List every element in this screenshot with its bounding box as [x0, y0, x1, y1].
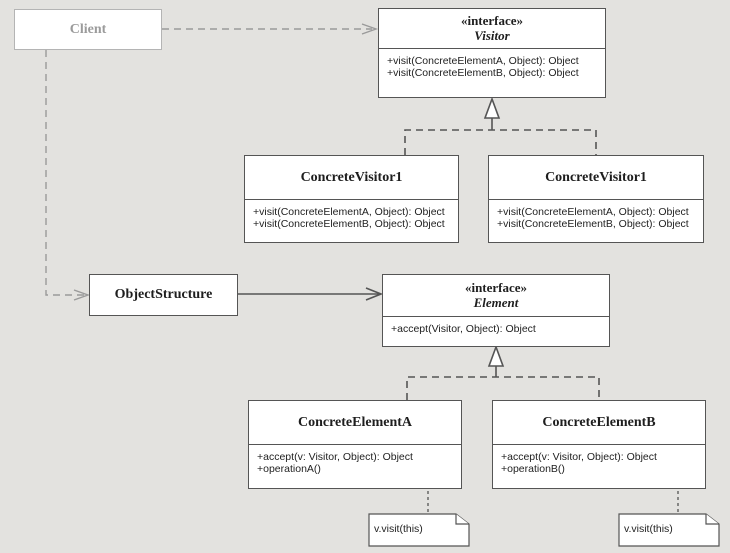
visitor-stereotype: «interface»	[460, 12, 524, 28]
concrete-element-a-operations: +accept(v: Visitor, Object): Object +ope…	[249, 445, 461, 475]
concrete-element-a-name: ConcreteElementA	[249, 401, 461, 445]
operation: +visit(ConcreteElementA, Object): Object	[497, 206, 689, 218]
concrete-element-a-class[interactable]: ConcreteElementA +accept(v: Visitor, Obj…	[248, 400, 462, 489]
operation: +visit(ConcreteElementA, Object): Object	[253, 206, 445, 218]
operation: +accept(v: Visitor, Object): Object	[501, 451, 657, 463]
concrete-visitor-1-operations: +visit(ConcreteElementA, Object): Object…	[245, 200, 458, 230]
object-structure-name: ObjectStructure	[114, 287, 213, 302]
note-b-text: v.visit(this)	[624, 523, 673, 535]
note-b[interactable]: v.visit(this)	[618, 513, 720, 547]
concrete-element-b-name: ConcreteElementB	[493, 401, 705, 445]
visitor-header: «interface» Visitor	[379, 9, 605, 49]
element-name: Element	[473, 294, 519, 310]
visitor-realization	[404, 96, 597, 155]
visitor-operations: +visit(ConcreteElementA, Object): Object…	[379, 49, 605, 79]
operation: +operationB()	[501, 463, 565, 475]
object-structure-class[interactable]: ObjectStructure	[89, 274, 238, 316]
operation: +visit(ConcreteElementB, Object): Object	[253, 218, 445, 230]
operation: +visit(ConcreteElementA, Object): Object	[387, 55, 579, 67]
client-visitor-dependency	[162, 23, 379, 35]
note-b-shape	[618, 513, 720, 547]
visitor-name: Visitor	[474, 27, 510, 43]
client-class[interactable]: Client	[14, 9, 162, 50]
concrete-visitor-1-name: ConcreteVisitor1	[245, 156, 458, 200]
objectstructure-element-association	[238, 287, 384, 301]
client-objectstructure-dependency	[45, 50, 91, 301]
concrete-visitor-2-class[interactable]: ConcreteVisitor1 +visit(ConcreteElementA…	[488, 155, 704, 243]
element-operations: +accept(Visitor, Object): Object	[383, 317, 609, 335]
concrete-visitor-1-class[interactable]: ConcreteVisitor1 +visit(ConcreteElementA…	[244, 155, 459, 243]
concrete-element-b-class[interactable]: ConcreteElementB +accept(v: Visitor, Obj…	[492, 400, 706, 489]
element-stereotype: «interface»	[464, 279, 528, 295]
note-a-shape	[368, 513, 470, 547]
operation: +operationA()	[257, 463, 321, 475]
concrete-visitor-2-operations: +visit(ConcreteElementA, Object): Object…	[489, 200, 703, 230]
note-a[interactable]: v.visit(this)	[368, 513, 470, 547]
concrete-element-b-operations: +accept(v: Visitor, Object): Object +ope…	[493, 445, 705, 475]
element-header: «interface» Element	[383, 275, 609, 317]
visitor-interface[interactable]: «interface» Visitor +visit(ConcreteEleme…	[378, 8, 606, 98]
note-a-text: v.visit(this)	[374, 523, 423, 535]
element-interface[interactable]: «interface» Element +accept(Visitor, Obj…	[382, 274, 610, 347]
operation: +visit(ConcreteElementB, Object): Object	[387, 67, 579, 79]
operation: +visit(ConcreteElementB, Object): Object	[497, 218, 689, 230]
client-class-name: Client	[69, 21, 107, 37]
element-realization	[406, 344, 600, 400]
concrete-visitor-2-name: ConcreteVisitor1	[489, 156, 703, 200]
operation: +accept(Visitor, Object): Object	[391, 323, 536, 335]
operation: +accept(v: Visitor, Object): Object	[257, 451, 413, 463]
